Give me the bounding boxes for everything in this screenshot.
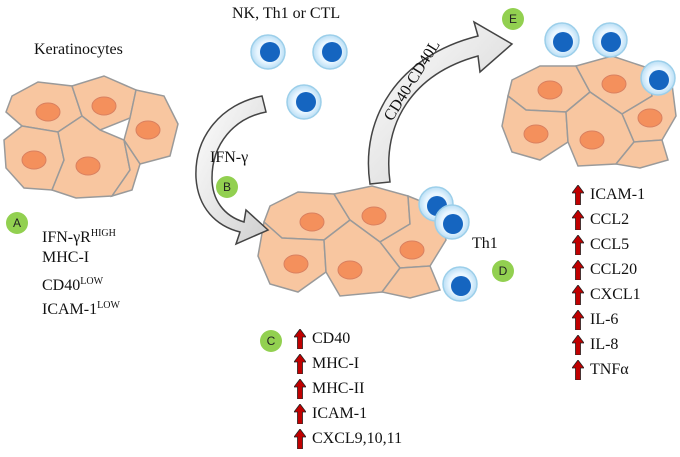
upregulated-marker-label: TNFα [590,361,629,378]
red-up-arrow-icon [572,360,584,380]
red-up-arrow-icon [572,235,584,255]
badge-b: B [216,176,238,198]
baseline-marker: IFN-γRHIGH [42,224,116,247]
baseline-marker-name: CD40 [42,277,81,294]
immune-cell-group-top [250,34,348,120]
baseline-marker-name: MHC-I [42,249,90,266]
keratinocyte-cluster-middle [257,185,447,299]
upregulated-marker-label: CCL20 [590,261,638,278]
baseline-marker-name: IFN-γR [42,229,91,246]
upregulated-marker-label: IL-6 [590,311,619,328]
baseline-marker: ICAM-1LOW [42,296,120,319]
badge-e: E [502,8,524,30]
upregulated-marker-label: CCL5 [590,236,630,253]
red-up-arrow-icon [572,185,584,205]
upregulated-marker-label: IL-8 [590,336,619,353]
th1-cell-group [418,186,478,302]
red-up-arrow-icon [572,310,584,330]
red-up-arrow-icon [572,335,584,355]
upregulated-marker-label: ICAM-1 [312,405,368,422]
baseline-marker-level: LOW [80,276,104,287]
red-up-arrow-icon [294,354,306,374]
red-up-arrow-icon [572,285,584,305]
th1-label: Th1 [472,235,498,252]
red-up-arrow-icon [294,379,306,399]
baseline-marker-level: LOW [97,300,120,311]
badge-d: D [492,260,514,282]
baseline-marker: CD40LOW [42,272,103,295]
red-up-arrow-icon [294,429,306,449]
upregulated-marker-label: CXCL1 [590,286,641,303]
keratinocyte-cluster-right [501,55,677,169]
baseline-marker-level: HIGH [90,228,116,239]
keratinocyte-cluster-left [3,75,179,199]
badge-a: A [6,212,28,234]
baseline-marker-name: ICAM-1 [42,301,98,318]
upregulated-marker-label: CXCL9,10,11 [312,430,403,447]
upregulated-marker-label: ICAM-1 [590,186,646,203]
red-up-arrow-icon [572,210,584,230]
badge-c: C [260,330,282,352]
cd40-curved-arrow-icon [367,20,514,185]
effector-cells-label: NK, Th1 or CTL [232,5,341,22]
upregulated-marker-label: MHC-I [312,355,360,372]
red-up-arrow-icon [572,260,584,280]
upregulated-marker-label: CD40 [312,330,351,347]
ifn-gamma-label: IFN-γ [210,149,249,166]
upregulated-marker-label: MHC-II [312,380,365,397]
keratinocytes-label: Keratinocytes [34,41,123,58]
red-up-arrow-icon [294,404,306,424]
upregulated-marker-label: CCL2 [590,211,630,228]
immune-cell-group-right [544,22,676,96]
baseline-marker: MHC-I [42,248,89,267]
ifn-gamma-curved-arrow-icon [195,95,270,246]
red-up-arrow-icon [294,329,306,349]
